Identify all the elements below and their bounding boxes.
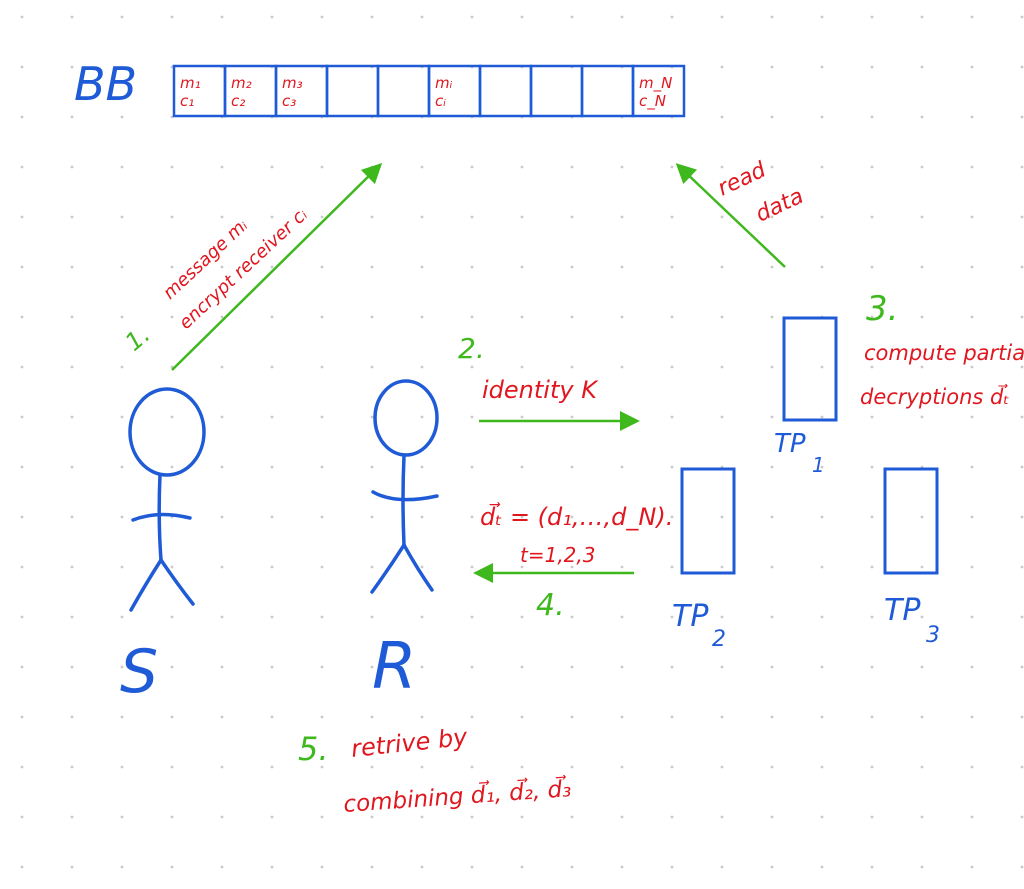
step-2-label: identity K <box>482 376 599 404</box>
bulletin-board-cell: m_Nc_N <box>631 64 686 118</box>
cell-ciphertext: c_N <box>639 92 666 111</box>
cell-message: mᵢ <box>435 74 453 92</box>
tp1-box <box>782 316 838 422</box>
tp1-subscript: 1 <box>812 453 825 477</box>
cell-message: m₂ <box>231 74 252 92</box>
bulletin-board-label: BB <box>74 57 137 111</box>
read-data-arrow <box>675 163 786 268</box>
tp2-subscript: 2 <box>712 627 726 652</box>
cell-message: m_N <box>639 74 672 93</box>
tp1-label: TP <box>774 429 806 459</box>
step-4-formula: d⃗ₜ = (d₁,…,d_N). <box>480 502 673 531</box>
receiver-label: R <box>372 630 416 704</box>
cell-ciphertext: cᵢ <box>435 92 446 110</box>
tp3-subscript: 3 <box>926 623 940 648</box>
cell-message: m₁ <box>180 74 201 92</box>
receiver-stick-figure <box>370 379 439 594</box>
step-3-label-line1: compute partial <box>864 341 1024 365</box>
step-5-number: 5. <box>298 730 329 768</box>
cell-message: m₃ <box>282 74 303 92</box>
step-1-arrow <box>171 162 383 371</box>
step-4-index-range: t=1,2,3 <box>520 543 596 567</box>
step-3-label-line2: decryptions d⃗ₜ <box>860 384 1010 409</box>
step-2-number: 2. <box>458 332 485 365</box>
step-3-number: 3. <box>866 289 898 329</box>
cell-ciphertext: c₁ <box>180 92 194 110</box>
sender-label: S <box>120 637 158 707</box>
tp2-box <box>680 467 736 575</box>
tp3-box <box>883 467 939 575</box>
sender-stick-figure <box>128 387 206 612</box>
cell-ciphertext: c₂ <box>231 92 245 110</box>
tp3-label: TP <box>884 593 921 628</box>
tp2-label: TP <box>672 599 709 634</box>
cell-ciphertext: c₃ <box>282 92 296 110</box>
step-4-number: 4. <box>536 588 565 623</box>
